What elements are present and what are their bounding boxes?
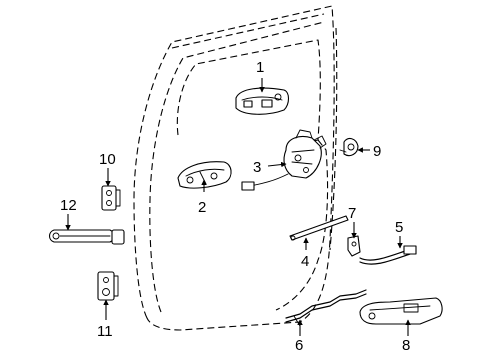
label-5: 5 — [395, 219, 403, 236]
label-10: 10 — [99, 151, 116, 168]
lower-hinge-part — [97, 271, 119, 301]
label-1: 1 — [256, 59, 264, 76]
remote-control-part — [359, 297, 443, 325]
callout-labels: 1 2 3 4 5 6 7 8 9 10 11 12 — [60, 59, 410, 354]
label-3: 3 — [253, 159, 261, 176]
cable-5-part — [359, 245, 417, 265]
label-7: 7 — [348, 205, 356, 222]
label-2: 2 — [198, 199, 206, 216]
label-4: 4 — [301, 253, 309, 270]
rod-6-part — [285, 289, 367, 327]
label-8: 8 — [402, 337, 410, 354]
label-6: 6 — [295, 337, 303, 354]
label-11: 11 — [97, 323, 113, 340]
label-12: 12 — [60, 197, 77, 214]
rod-4-part — [289, 215, 349, 241]
upper-hinge-part — [101, 185, 121, 211]
label-9: 9 — [373, 143, 381, 160]
door-check-part — [48, 229, 125, 245]
leader-lines — [65, 78, 411, 336]
outside-handle-part — [235, 87, 290, 115]
link-7-part — [347, 235, 361, 257]
inside-handle-part — [177, 161, 232, 189]
rod-clip-part — [339, 137, 359, 157]
